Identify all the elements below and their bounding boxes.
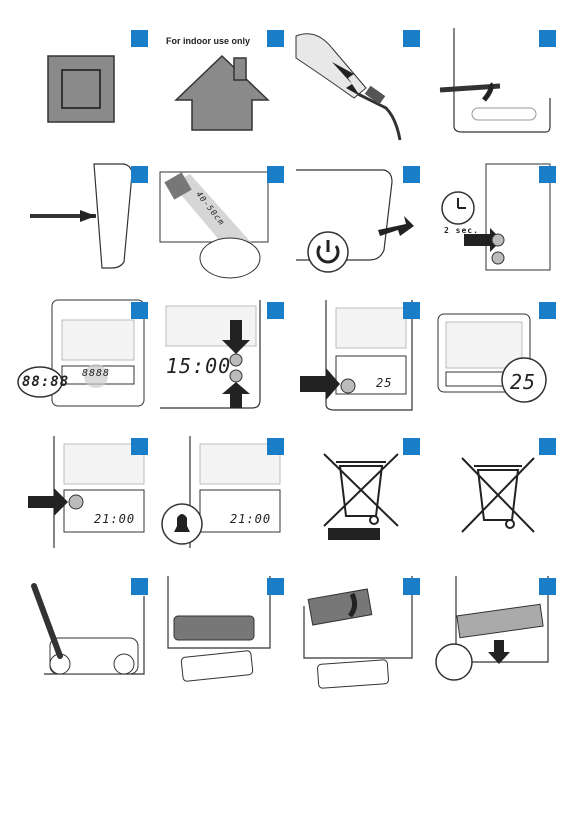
step-badge (403, 438, 420, 455)
arrow-icon (80, 210, 96, 222)
outer-square-icon (48, 56, 114, 122)
blink-digits: 88:88 (22, 374, 69, 390)
battery-compartment (174, 616, 254, 640)
panel-indoor-use: For indoor use only (160, 28, 286, 148)
panel-insert-rod (24, 164, 150, 284)
step-badge (403, 166, 420, 183)
panel-timer-button: 25 (296, 300, 422, 420)
screwdriver-icon (34, 586, 60, 656)
timer-value: 25 (376, 376, 392, 390)
screw-right-icon (114, 654, 134, 674)
panel-insert-battery (432, 576, 558, 696)
wheelie-bin-icon (324, 454, 398, 526)
battery-icon (457, 604, 543, 637)
panel-timer-display: 25 (432, 300, 558, 420)
panel-unscrew-cover (24, 576, 150, 696)
light-panel (62, 320, 134, 360)
panel-hold-2sec: 2 sec. (432, 164, 558, 284)
indoor-caption: For indoor use only (166, 36, 250, 46)
panel-weee (432, 436, 558, 556)
panel-alarm-active: 21:00 (160, 436, 286, 556)
chimney-icon (234, 58, 246, 80)
panel-light-distance: 40-50cm (160, 164, 286, 284)
step-badge (539, 438, 556, 455)
up-arrow-icon (222, 382, 250, 408)
minus-button-icon (230, 370, 242, 382)
device-side (94, 164, 132, 268)
arrow-icon (28, 488, 68, 516)
panel-remove-battery (296, 576, 422, 696)
step-badge (131, 302, 148, 319)
house-icon (176, 56, 268, 130)
light-panel (446, 322, 522, 368)
step-badge (267, 438, 284, 455)
light-panel (336, 308, 406, 348)
device-edge (296, 34, 366, 98)
slot (472, 108, 536, 120)
step-badge (539, 30, 556, 47)
battery-icon (308, 589, 372, 625)
step-badge (131, 30, 148, 47)
hold-label: 2 sec. (444, 226, 479, 235)
panel-weee-bar (296, 436, 422, 556)
step-badge (539, 302, 556, 319)
user-head-icon (200, 238, 260, 278)
panel-power (296, 164, 422, 284)
alarm-time: 21:00 (94, 512, 135, 526)
panel-adjust-time: 15:00 (160, 300, 286, 420)
step-badge (403, 578, 420, 595)
lcd-digits: 8888 (82, 368, 110, 379)
panel-time-blink: 88:88 8888 (24, 300, 150, 420)
step-badge (131, 166, 148, 183)
plus-button-icon (230, 354, 242, 366)
panel-alarm-button: 21:00 (24, 436, 150, 556)
step-badge (267, 578, 284, 595)
step-badge (539, 166, 556, 183)
step-badge (403, 30, 420, 47)
step-badge (131, 578, 148, 595)
panel-remove-cover (160, 576, 286, 696)
cover-icon (317, 660, 389, 689)
down-arrow-icon (488, 640, 510, 664)
panel-double-insulation (24, 28, 150, 148)
step-badge (403, 302, 420, 319)
step-badge (267, 30, 284, 47)
panel-plug-adapter (296, 28, 422, 148)
weee-bar (328, 528, 380, 540)
step-badge (267, 302, 284, 319)
timer-button-icon (341, 379, 355, 393)
time-display: 15:00 (166, 354, 231, 378)
connector-zoom-icon (436, 644, 472, 680)
step-badge (267, 166, 284, 183)
step-badge (539, 578, 556, 595)
alarm-active-time: 21:00 (230, 512, 271, 526)
panel-attach-rod (432, 28, 558, 148)
alarm-button-icon (69, 495, 83, 509)
timer-zoom-value: 25 (510, 370, 536, 394)
cover-icon (181, 650, 253, 681)
wheelie-bin-icon (462, 458, 534, 532)
step-badge (131, 438, 148, 455)
